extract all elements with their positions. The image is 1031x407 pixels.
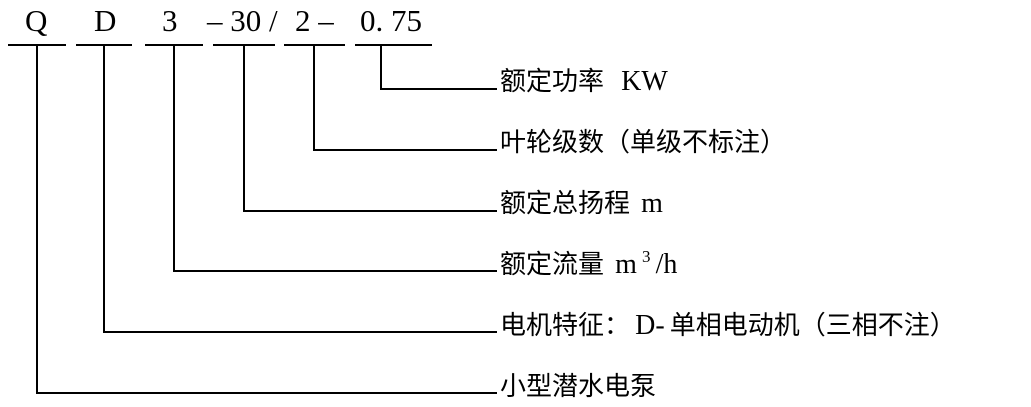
leader-flow [173,45,497,272]
label-stages: 叶轮级数（单级不标注） [500,128,786,158]
leader-stages [313,45,497,151]
label-stages-cn: 叶轮级数（单级不标注） [500,128,786,158]
model-stage-segment: 2 – [295,3,334,38]
model-char-q: Q [25,3,47,38]
model-char-d: D [94,3,116,38]
label-flow-unit-base: m [615,249,637,280]
label-type-cn: 小型潜水电泵 [500,372,656,402]
label-flow: 额定流量 m 3 /h [500,247,677,280]
leader-power [380,45,497,90]
label-power: 额定功率 KW [500,66,668,97]
leader-type [36,45,497,394]
label-motor-prefix: 电机特征： [500,311,630,341]
label-head-unit: m [641,188,663,219]
leader-head [243,45,497,212]
leader-motor [103,45,497,333]
model-head-segment: – 30 / [206,3,278,38]
label-head-cn: 额定总扬程 [500,189,630,219]
model-char-3: 3 [162,3,178,38]
label-motor-suffix: 单相电动机（三相不注） [670,311,956,341]
label-type: 小型潜水电泵 [500,372,656,402]
model-power: 0. 75 [360,3,422,38]
label-motor: 电机特征： D- 单相电动机（三相不注） [500,310,956,341]
label-flow-unit-sup: 3 [642,247,651,266]
label-power-cn: 额定功率 [500,67,604,97]
label-flow-cn: 额定流量 [500,250,604,280]
label-flow-unit-tail: /h [656,249,678,280]
label-power-unit: KW [621,66,668,97]
label-head: 额定总扬程 m [500,188,663,219]
leader-lines [36,45,497,394]
label-motor-latin: D- [635,310,665,341]
